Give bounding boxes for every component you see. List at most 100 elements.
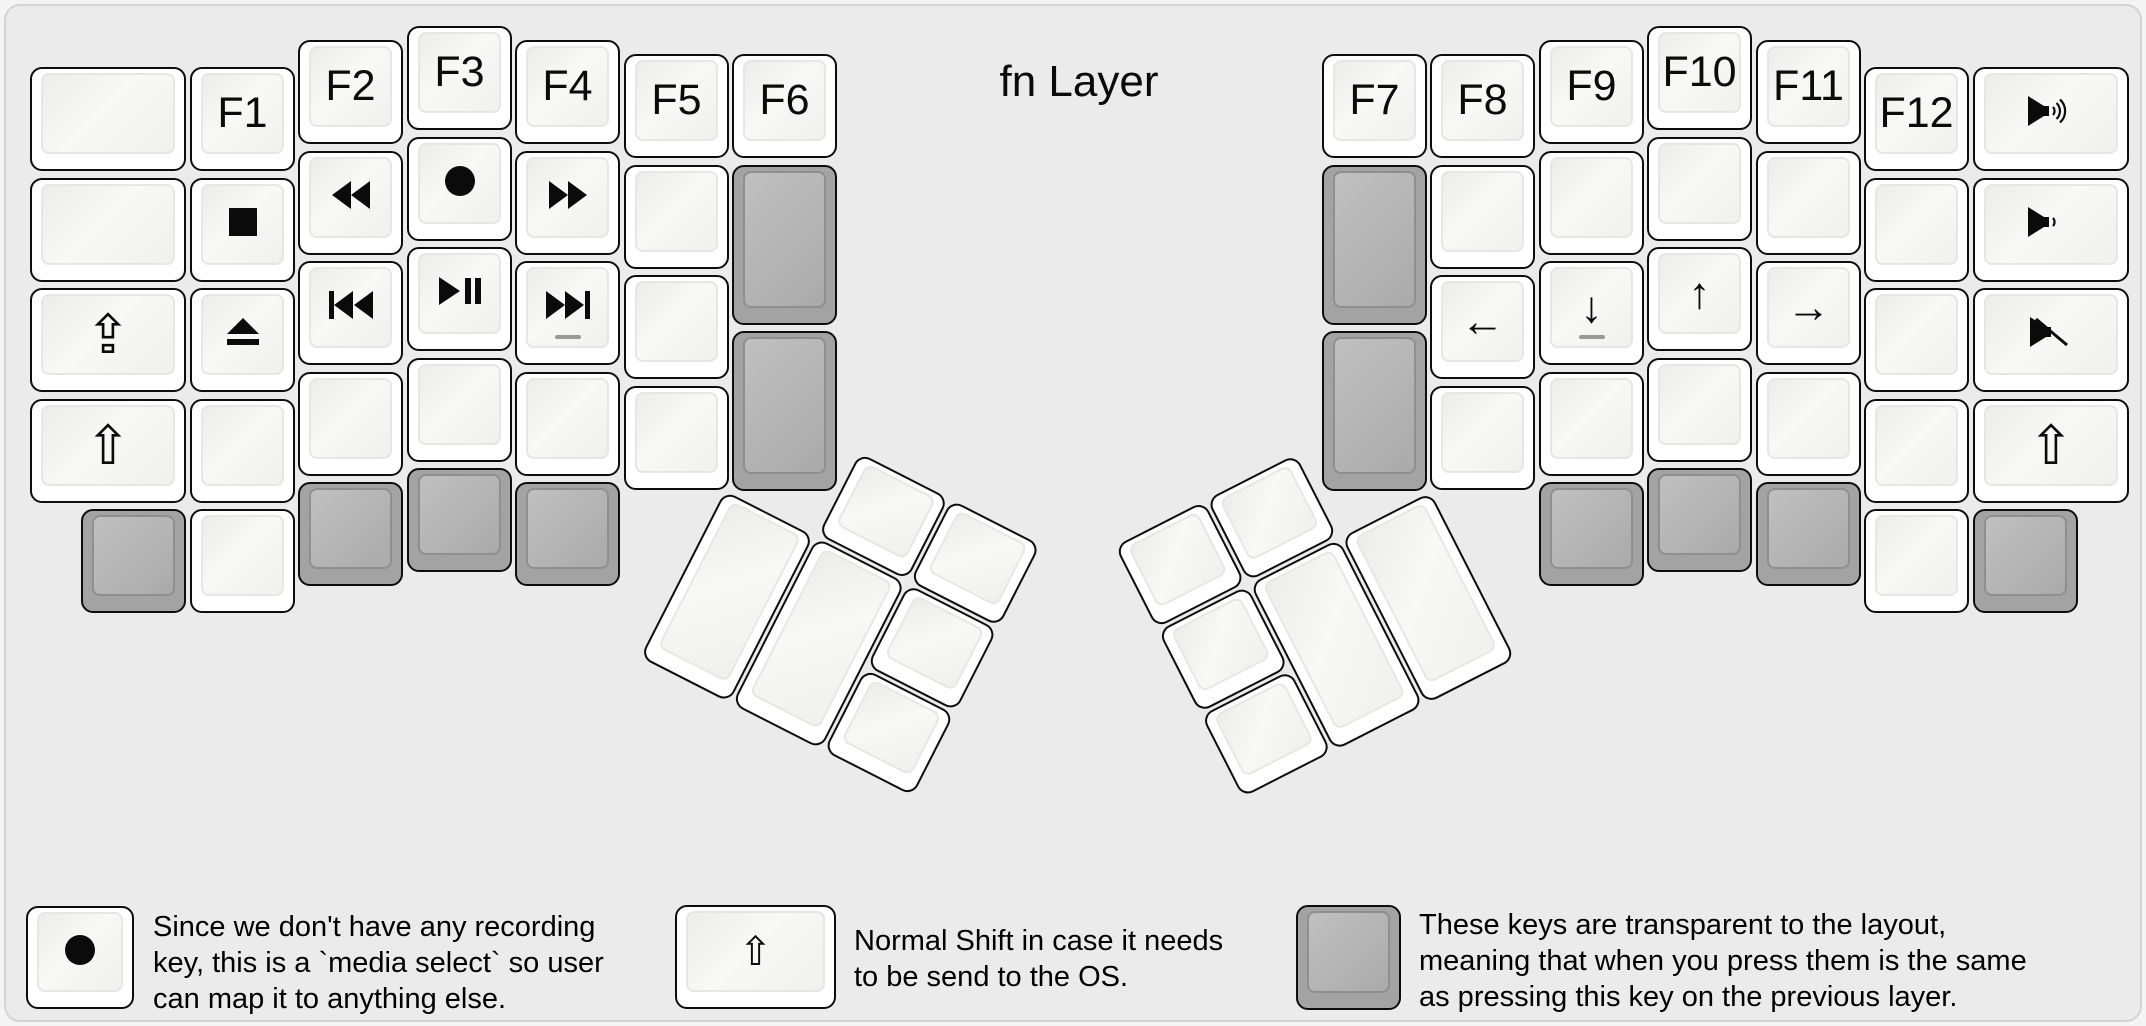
key-f9[interactable]: F9: [1539, 40, 1644, 144]
key-next-track[interactable]: [515, 261, 620, 365]
key-transparent-r-a2-face: [1333, 171, 1416, 308]
key-f1-face: F1: [201, 73, 284, 154]
key-caps-lock[interactable]: ⇪: [30, 288, 186, 392]
shift-icon: ⇧: [2028, 416, 2074, 476]
key-blank-l-f4[interactable]: [624, 386, 729, 490]
key-blank-r-f4[interactable]: [1864, 399, 1969, 503]
rewind-icon: [331, 181, 370, 214]
key-transparent-l-g3[interactable]: [732, 331, 837, 491]
legend-line: can map it to anything else.: [153, 983, 507, 1015]
key-blank-r-f5[interactable]: [1864, 509, 1969, 613]
key-transparent-r-d5-face: [1658, 474, 1741, 555]
key-transparent-r-c5-face: [1550, 488, 1633, 569]
key-transparent-l-d5[interactable]: [407, 468, 512, 572]
key-blank-r-c4[interactable]: [1539, 372, 1644, 476]
legend-text-shift: Normal Shift in case it needs to be send…: [854, 923, 1223, 995]
key-transparent-r-a3[interactable]: [1322, 331, 1427, 491]
key-f4-face: F4: [526, 46, 609, 127]
key-f10[interactable]: F10: [1647, 26, 1752, 130]
key-transparent-r-c5[interactable]: [1539, 482, 1644, 586]
page-title: fn Layer: [999, 57, 1159, 106]
key-blank-r-f2[interactable]: [1864, 178, 1969, 282]
key-thumb-l-2-face: [927, 509, 1029, 607]
key-f10-label: F10: [1662, 48, 1737, 96]
key-prev-track[interactable]: [298, 261, 403, 365]
key-arrow-right-face: →: [1767, 267, 1850, 348]
key-f2[interactable]: F2: [298, 40, 403, 144]
key-arrow-up[interactable]: ↑: [1647, 247, 1752, 351]
key-blank-r-f3[interactable]: [1864, 288, 1969, 392]
key-blank-l-e4[interactable]: [515, 372, 620, 476]
key-blank-l-a2-face: [41, 184, 175, 265]
key-f7-face: F7: [1333, 60, 1416, 141]
key-rewind[interactable]: [298, 151, 403, 255]
key-transparent-l-b1[interactable]: [81, 509, 186, 613]
key-eject[interactable]: [190, 288, 295, 392]
key-blank-l-f3[interactable]: [624, 275, 729, 379]
key-f1[interactable]: F1: [190, 67, 295, 171]
key-shift-right-face: ⇧: [1984, 405, 2118, 486]
next-track-icon: [545, 291, 590, 324]
key-f9-face: F9: [1550, 46, 1633, 127]
key-transparent-r-a2[interactable]: [1322, 165, 1427, 325]
legend-line: Normal Shift in case it needs: [854, 925, 1224, 957]
key-transparent-r-e5[interactable]: [1756, 482, 1861, 586]
key-blank-l-d4[interactable]: [407, 358, 512, 462]
key-record-face: [418, 143, 501, 224]
key-transparent-r-g5[interactable]: [1973, 509, 2078, 613]
key-volume-down[interactable]: [1973, 178, 2129, 282]
key-blank-l-f2[interactable]: [624, 165, 729, 269]
key-blank-r-f2-face: [1875, 184, 1958, 265]
key-blank-r-b2-face: [1441, 171, 1524, 252]
key-f6[interactable]: F6: [732, 54, 837, 158]
key-fast-forward[interactable]: [515, 151, 620, 255]
key-thumb-l-1-face: [835, 463, 937, 560]
key-f11-face: F11: [1767, 46, 1850, 127]
key-blank-r-d2[interactable]: [1647, 137, 1752, 241]
key-f9-label: F9: [1566, 62, 1617, 110]
key-blank-r-c2[interactable]: [1539, 151, 1644, 255]
key-blank-l-b4-face: [201, 405, 284, 486]
key-stop[interactable]: [190, 178, 295, 282]
key-blank-l-a2[interactable]: [30, 178, 186, 282]
key-mute[interactable]: [1973, 288, 2129, 392]
key-blank-r-e2-face: [1767, 157, 1850, 238]
key-blank-l-b4[interactable]: [190, 399, 295, 503]
key-transparent-l-e5[interactable]: [515, 482, 620, 586]
key-blank-r-e2[interactable]: [1756, 151, 1861, 255]
key-f8-face: F8: [1441, 60, 1524, 141]
key-transparent-l-c5[interactable]: [298, 482, 403, 586]
key-arrow-right[interactable]: →: [1756, 261, 1861, 365]
key-f4[interactable]: F4: [515, 40, 620, 144]
key-blank-l-d4-face: [418, 364, 501, 445]
key-blank-l-b5[interactable]: [190, 509, 295, 613]
key-blank-l-a1[interactable]: [30, 67, 186, 171]
key-transparent-r-d5[interactable]: [1647, 468, 1752, 572]
key-f11-label: F11: [1773, 62, 1844, 110]
key-record[interactable]: [407, 137, 512, 241]
key-blank-l-c4[interactable]: [298, 372, 403, 476]
key-f3[interactable]: F3: [407, 26, 512, 130]
key-f5[interactable]: F5: [624, 54, 729, 158]
key-transparent-l-g2[interactable]: [732, 165, 837, 325]
key-volume-up[interactable]: [1973, 67, 2129, 171]
arrow-right-icon: →: [1786, 282, 1831, 332]
key-arrow-left[interactable]: ←: [1430, 275, 1535, 379]
key-f12[interactable]: F12: [1864, 67, 1969, 171]
key-shift-right[interactable]: ⇧: [1973, 399, 2129, 503]
play-pause-icon: [438, 277, 481, 310]
key-f4-label: F4: [542, 62, 593, 110]
key-blank-r-e4[interactable]: [1756, 372, 1861, 476]
stop-icon: [228, 207, 258, 242]
key-shift-left[interactable]: ⇧: [30, 399, 186, 503]
key-f11[interactable]: F11: [1756, 40, 1861, 144]
key-arrow-down[interactable]: ↓: [1539, 261, 1644, 365]
key-play-pause[interactable]: [407, 247, 512, 351]
legend-text-transparent: These keys are transparent to the layout…: [1419, 907, 2027, 1015]
key-f8[interactable]: F8: [1430, 54, 1535, 158]
key-f7[interactable]: F7: [1322, 54, 1427, 158]
key-blank-r-b2[interactable]: [1430, 165, 1535, 269]
key-blank-r-d4[interactable]: [1647, 358, 1752, 462]
key-mute-face: [1984, 294, 2118, 375]
key-blank-r-b4[interactable]: [1430, 386, 1535, 490]
